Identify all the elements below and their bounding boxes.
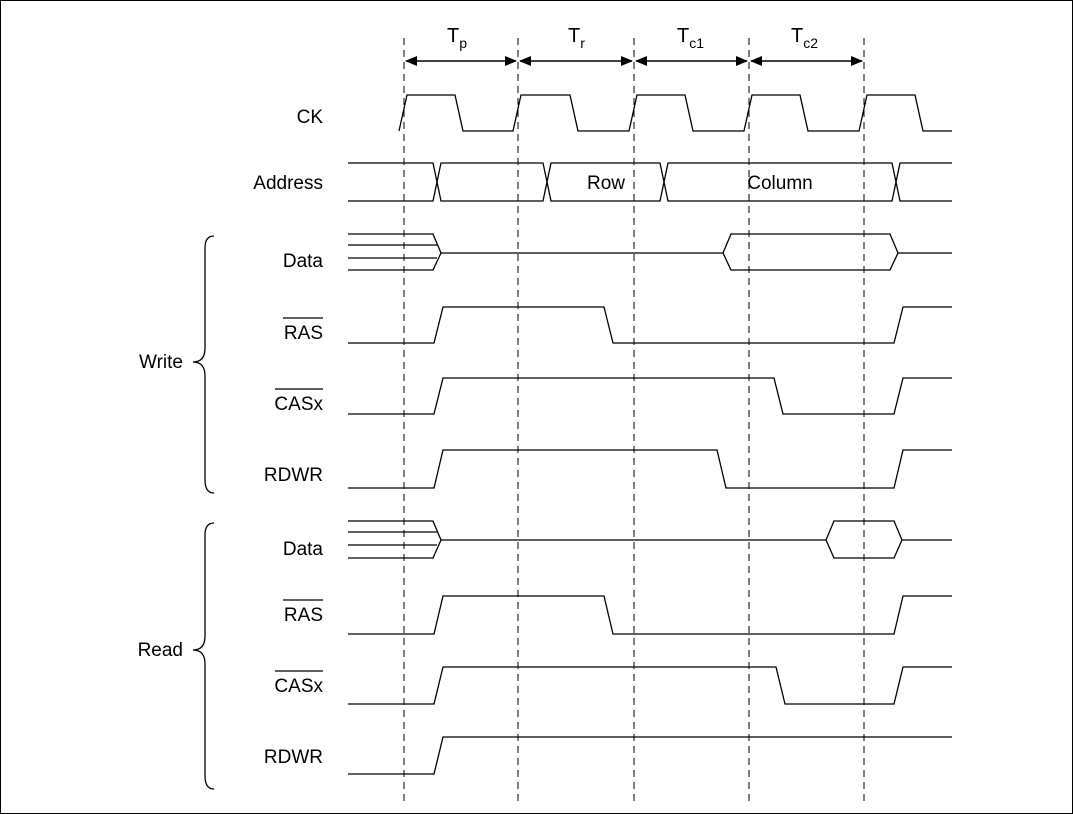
period-label-tc2: Tc2 <box>791 25 818 51</box>
brace-write <box>192 235 215 494</box>
waveform-address: Row Column <box>348 162 952 202</box>
bus-label-row: Row <box>587 173 625 194</box>
period-label-tc1: Tc1 <box>677 25 704 51</box>
period-label-tr: Tr <box>568 25 585 51</box>
waveform-write-ras <box>348 306 952 344</box>
waveform-read-ras <box>348 595 952 635</box>
brace-read <box>192 522 215 790</box>
signal-label-write-rdwr: RDWR <box>264 465 323 486</box>
signal-label-write-data: Data <box>283 251 324 272</box>
group-write: Write <box>139 235 215 494</box>
waveform-read-casx <box>348 666 952 705</box>
waveform-read-data <box>348 520 952 559</box>
signal-label-address: Address <box>253 173 323 194</box>
group-label-write: Write <box>139 352 183 373</box>
signal-label-read-rdwr: RDWR <box>264 747 323 768</box>
signal-label-write-ras: RAS <box>284 323 323 344</box>
waveform-write-casx <box>348 377 952 415</box>
signal-label-read-ras: RAS <box>284 605 323 626</box>
waveform-write-data <box>348 233 952 271</box>
signal-label-read-data: Data <box>283 539 324 560</box>
period-labels: Tp Tr Tc1 Tc2 <box>447 25 818 51</box>
waveform-write-rdwr <box>348 449 952 489</box>
group-label-read: Read <box>138 640 183 661</box>
signal-label-read-casx: CASx <box>274 676 323 697</box>
bus-label-column: Column <box>747 173 812 194</box>
waveform-ck <box>398 94 952 132</box>
period-label-tp: Tp <box>447 25 467 51</box>
signal-label-ck: CK <box>297 107 324 128</box>
period-gridlines <box>403 38 865 804</box>
signal-labels: CK Address Data RAS CASx RDWR Data RAS C… <box>253 107 323 768</box>
group-read: Read <box>138 522 215 790</box>
signal-label-write-casx: CASx <box>274 394 323 415</box>
waveform-read-rdwr <box>348 736 952 775</box>
